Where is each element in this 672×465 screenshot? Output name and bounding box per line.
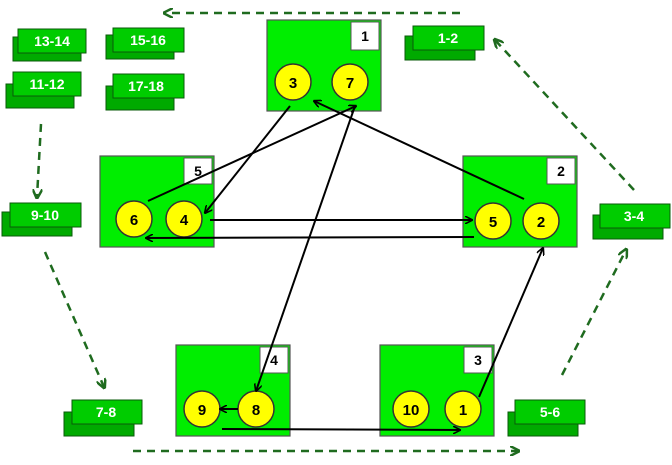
arrow-6-to-7: [147, 106, 356, 202]
label-text: 11-12: [29, 76, 64, 92]
box-4: 4 9 8: [175, 344, 291, 437]
arrow-7-to-8: [256, 105, 356, 391]
label-17-18: 17-18: [105, 73, 185, 111]
box-4-number: 4: [270, 352, 278, 368]
box-3-number-tag: [463, 346, 493, 374]
node-number: 1: [459, 402, 467, 419]
node-number: 4: [180, 212, 189, 229]
label-11-12: 11-12: [5, 71, 82, 109]
dashed-arrow-right-upper: [495, 40, 635, 191]
label-7-8: 7-8: [63, 399, 143, 437]
arrow-5-to-6: [146, 237, 475, 238]
label-text: 17-18: [128, 78, 164, 94]
node-circle: [115, 200, 153, 238]
box-1-number-tag: [350, 21, 380, 51]
dashed-arrow-left-upper: [37, 123, 41, 197]
node-number: 10: [403, 402, 420, 419]
box-1-number: 1: [361, 28, 369, 44]
label-15-16: 15-16: [105, 27, 185, 60]
arrow-9-to-10: [221, 429, 460, 430]
label-text: 5-6: [540, 404, 560, 420]
box-2-number-tag: [546, 157, 576, 185]
node-number: 6: [130, 212, 138, 229]
box-1: 1 3 7: [266, 19, 382, 112]
label-text: 15-16: [130, 32, 166, 48]
label-text: 1-2: [438, 30, 458, 46]
label-text: 3-4: [624, 208, 644, 224]
node-circle: [274, 63, 312, 101]
node-circle: [522, 202, 560, 240]
node-number: 9: [198, 402, 206, 419]
label-13-14: 13-14: [12, 28, 87, 62]
dashed-arrow-left-lower: [43, 251, 104, 387]
label-text: 13-14: [34, 33, 70, 49]
box-5-number-tag: [183, 157, 213, 185]
label-text: 7-8: [96, 404, 116, 420]
node-number: 8: [252, 402, 260, 419]
node-circle: [474, 202, 512, 240]
box-2: 2 5 2: [462, 155, 578, 248]
label-3-4: 3-4: [592, 203, 671, 240]
box-5: 5 6 4: [99, 155, 215, 248]
node-number: 3: [289, 75, 297, 92]
box-2-number: 2: [557, 163, 565, 179]
label-1-2: 1-2: [404, 25, 485, 61]
arrow-2-to-3: [314, 101, 525, 200]
node-number: 5: [489, 214, 497, 231]
box-3-number: 3: [474, 352, 482, 368]
node-number: 2: [537, 214, 545, 231]
node-circle: [444, 390, 482, 428]
node-circle: [331, 63, 369, 101]
arrow-3-to-4: [205, 105, 291, 213]
connection-arrows: [146, 101, 543, 430]
dashed-arrow-right-lower: [560, 250, 626, 376]
box-5-number: 5: [194, 163, 202, 179]
label-text: 9-10: [31, 207, 59, 223]
arrow-1-to-2: [478, 248, 543, 398]
node-circle: [392, 390, 430, 428]
box-3: 3 10 1: [379, 344, 495, 437]
dashed-cycle-arrows: [37, 13, 635, 451]
label-5-6: 5-6: [507, 399, 586, 437]
label-9-10: 9-10: [1, 202, 82, 237]
node-number: 7: [346, 75, 354, 92]
